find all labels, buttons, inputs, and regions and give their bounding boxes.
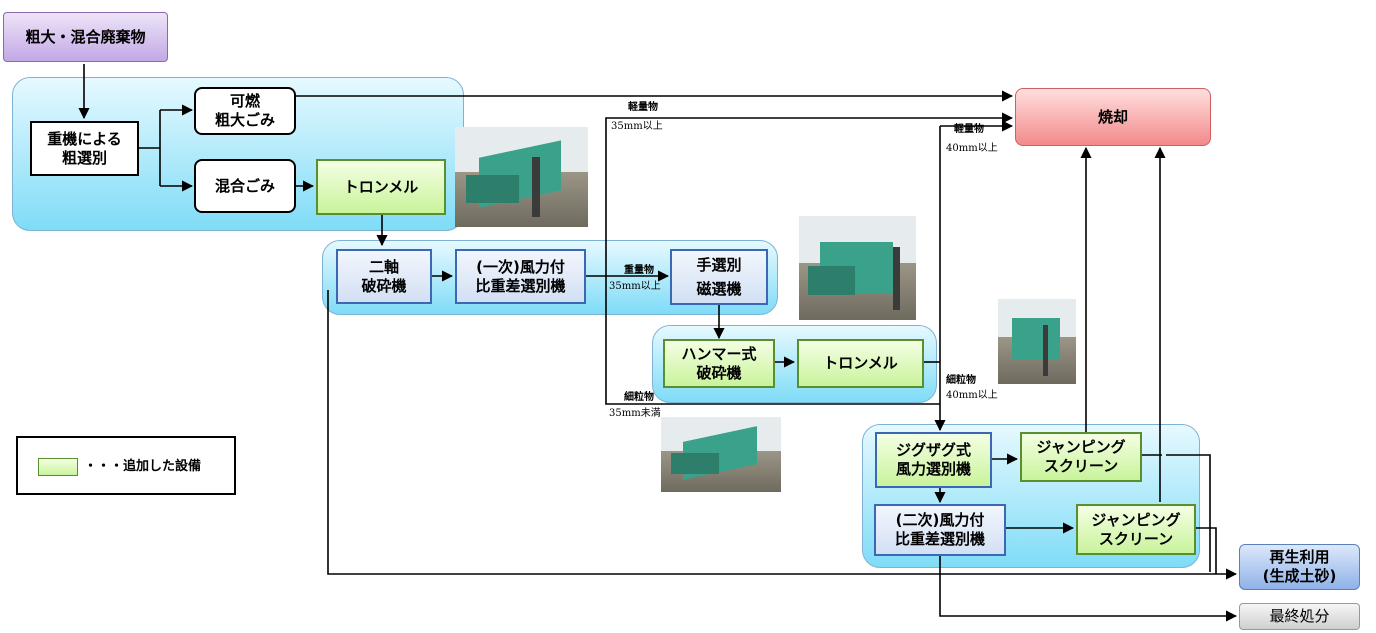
incineration-node: 焼却 bbox=[1015, 88, 1211, 146]
light-material-label-2: 軽量物 bbox=[954, 124, 984, 135]
hammer-crusher-node: ハンマー式 破砕機 bbox=[663, 339, 775, 388]
mixed-waste-node: 混合ごみ bbox=[194, 159, 296, 213]
primary-wind-separator-node: (一次)風力付 比重差選別機 bbox=[455, 249, 586, 304]
magnetic-separator-label: 磁選機 bbox=[696, 280, 742, 298]
light-material-label-1: 軽量物 bbox=[628, 102, 658, 113]
light-material-size-1: 35mm以上 bbox=[611, 121, 663, 132]
zigzag-wind-separator-node: ジグザグ式 風力選別機 bbox=[875, 432, 992, 488]
combustible-bulky-node: 可燃 粗大ごみ bbox=[194, 87, 296, 135]
jumping-screen-2-node: ジャンピング スクリーン bbox=[1076, 504, 1196, 555]
twin-shaft-crusher-node: 二軸 破砕機 bbox=[336, 249, 432, 304]
trommel-2-node: トロンメル bbox=[797, 339, 924, 388]
fine-material-size-1: 35mm未満 bbox=[609, 408, 661, 419]
reuse-soil-node: 再生利用 (生成土砂) bbox=[1239, 544, 1360, 590]
hand-sort-label: 手選別 bbox=[696, 256, 742, 274]
start-node: 粗大・混合廃棄物 bbox=[3, 12, 168, 62]
legend-swatch bbox=[38, 458, 78, 476]
jumping-screen-1-node: ジャンピング スクリーン bbox=[1020, 432, 1142, 482]
fine-material-label-1: 細粒物 bbox=[624, 392, 654, 403]
light-material-size-2: 40mm以上 bbox=[946, 143, 998, 154]
trommel-photo bbox=[455, 127, 588, 227]
heavy-material-size: 35mm以上 bbox=[609, 281, 661, 292]
legend: ・・・追加した設備 bbox=[16, 436, 236, 495]
trommel-2-photo bbox=[998, 299, 1076, 384]
final-disposal-node: 最終処分 bbox=[1239, 603, 1360, 630]
heavy-machine-sort-node: 重機による 粗選別 bbox=[30, 121, 139, 176]
jumping-screen-photo bbox=[661, 417, 781, 492]
fine-material-label-2: 細粒物 bbox=[946, 375, 976, 386]
fine-material-size-2: 40mm以上 bbox=[946, 390, 998, 401]
secondary-wind-separator-node: (二次)風力付 比重差選別機 bbox=[874, 504, 1006, 556]
trommel-1-node: トロンメル bbox=[316, 159, 446, 215]
legend-text: ・・・追加した設備 bbox=[84, 459, 202, 474]
hammer-crusher-photo bbox=[799, 216, 916, 320]
hand-sort-magnetic-node: 手選別 磁選機 bbox=[670, 249, 768, 305]
heavy-material-label: 重量物 bbox=[624, 265, 654, 276]
